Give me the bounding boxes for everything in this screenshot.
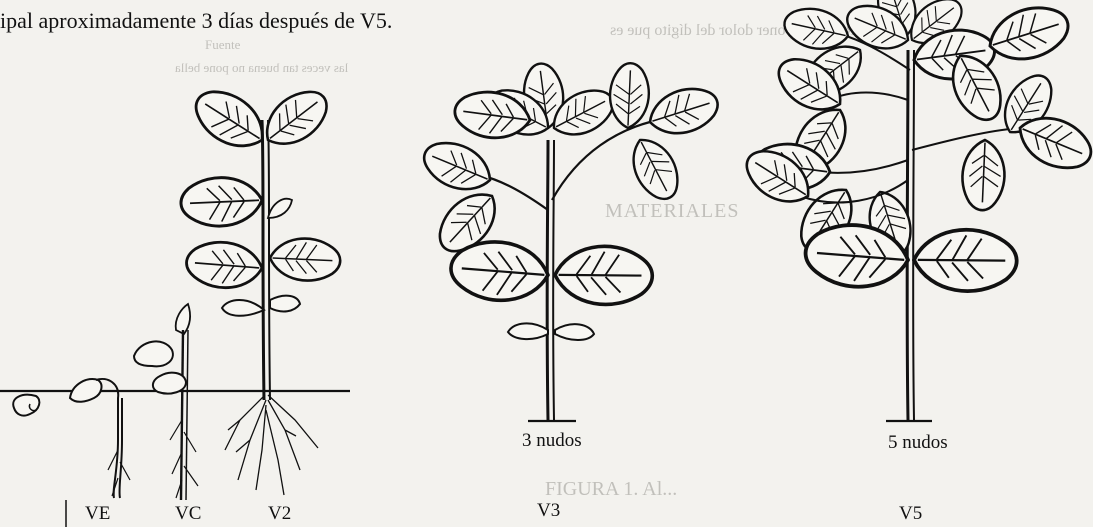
node-label-v5: 5 nudos: [888, 432, 948, 454]
stage-label-v2: V2: [268, 503, 291, 525]
stage-vc-plant: [134, 304, 198, 500]
stage-v3-plant: [417, 61, 723, 421]
node-label-v3: 3 nudos: [522, 430, 582, 452]
stage-label-vc: VC: [175, 503, 201, 525]
stage-label-v3: V3: [537, 500, 560, 522]
stage-v2-plant: [179, 80, 340, 495]
stage-ve-plant: [13, 379, 130, 498]
stage-label-v5: V5: [899, 503, 922, 525]
stage-v5-plant: [737, 0, 1093, 421]
stage-label-ve: VE: [85, 503, 110, 525]
